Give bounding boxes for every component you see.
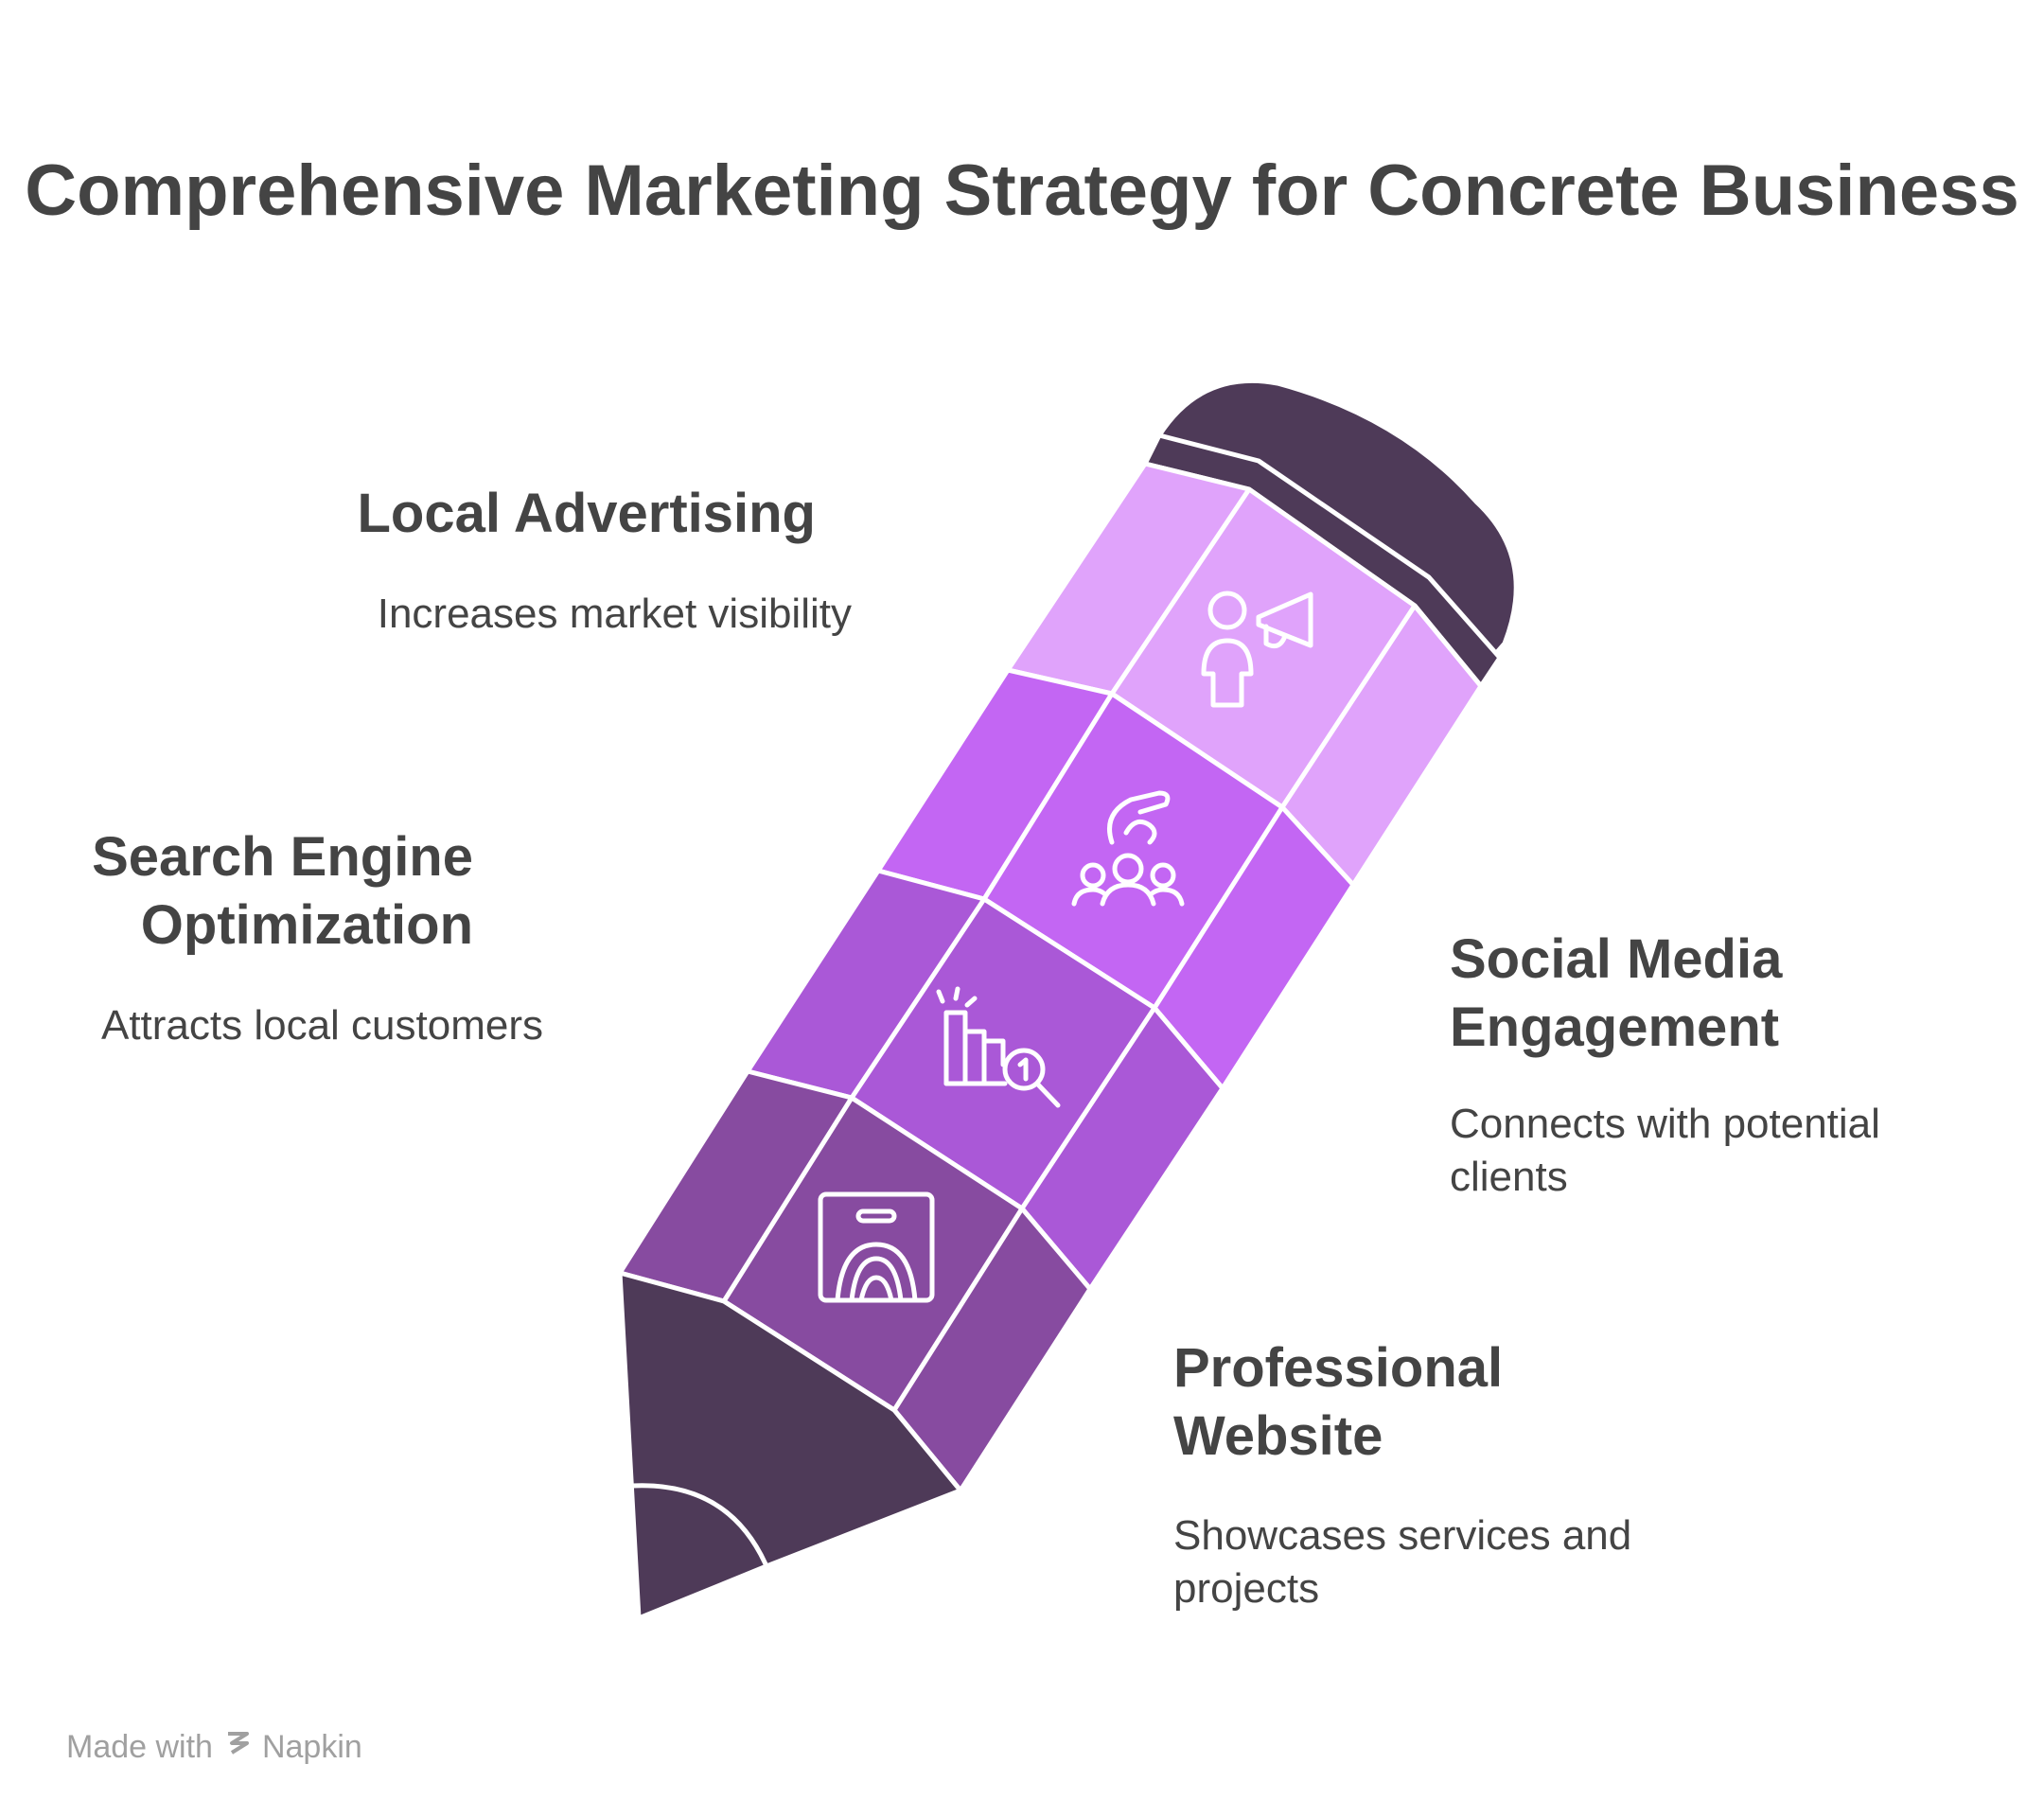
megaphone-person-icon bbox=[1201, 591, 1313, 708]
community-hand-icon bbox=[1071, 790, 1185, 907]
napkin-logo-icon bbox=[222, 1728, 253, 1767]
item-heading-seo: Search Engine Optimization bbox=[92, 826, 473, 956]
page-title: Comprehensive Marketing Strategy for Con… bbox=[25, 150, 2019, 231]
website-gauge-icon bbox=[818, 1191, 935, 1303]
item-description-local-advertising: Increases market visibility bbox=[377, 591, 852, 637]
item-heading-social-media: Social Media Engagement bbox=[1450, 928, 1783, 1058]
item-description-website: Showcases services and projects bbox=[1173, 1512, 1632, 1612]
seo-ranking-icon bbox=[936, 986, 1061, 1108]
napkin-brand-label: Napkin bbox=[261, 1729, 362, 1765]
made-with-label: Made with bbox=[66, 1729, 213, 1765]
item-description-seo: Attracts local customers bbox=[100, 1002, 543, 1049]
item-heading-local-advertising: Local Advertising bbox=[357, 483, 816, 544]
item-description-social-media: Connects with potential clients bbox=[1450, 1101, 1880, 1200]
item-heading-website: Professional Website bbox=[1173, 1337, 1504, 1467]
footer: Made with Napkin bbox=[66, 1728, 362, 1767]
